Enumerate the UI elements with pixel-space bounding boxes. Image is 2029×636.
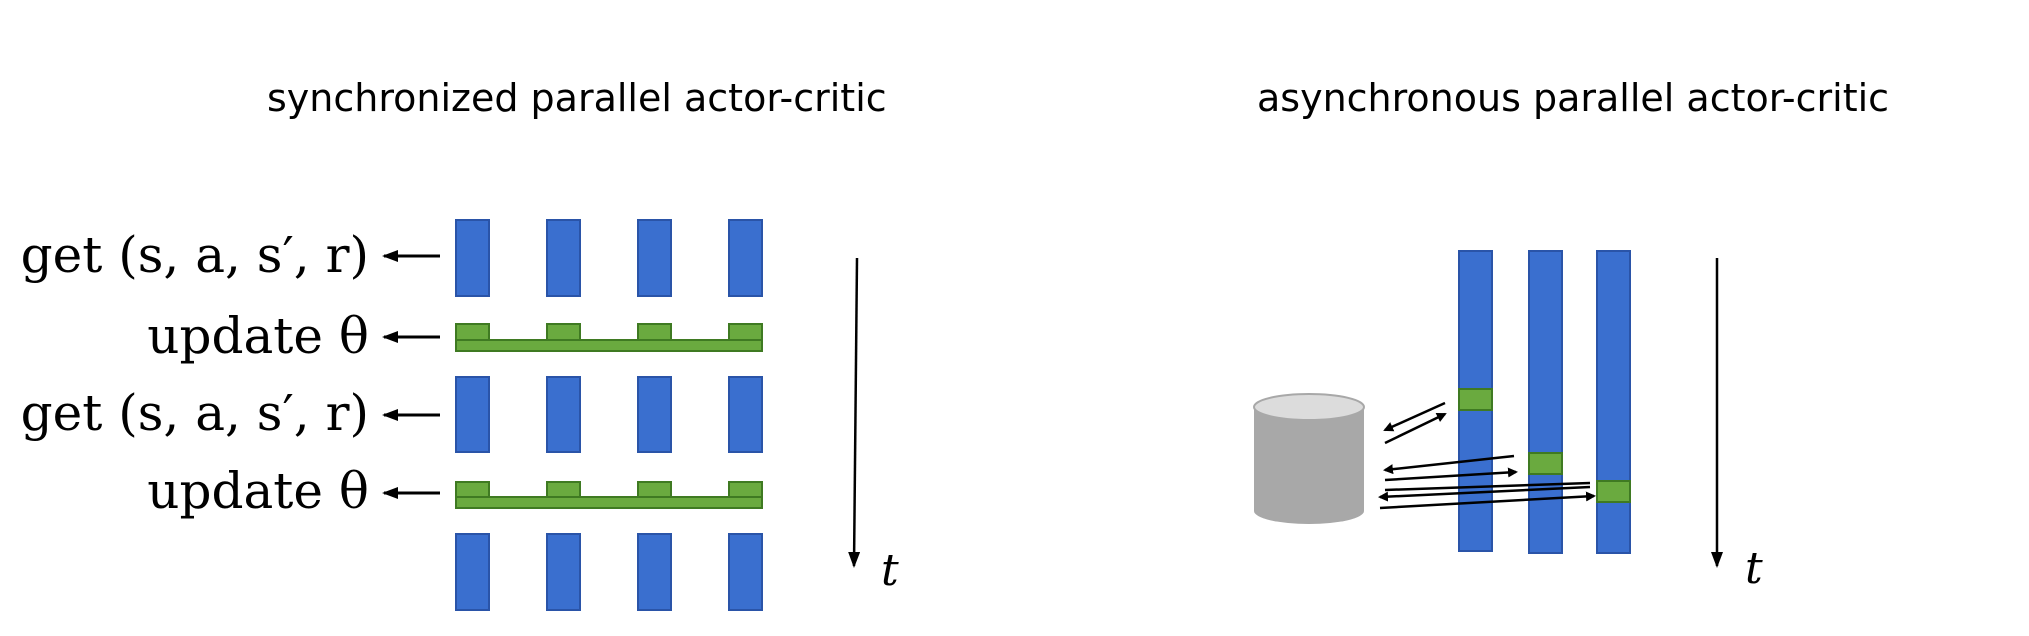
parameter-store-cylinder [1253, 393, 1365, 524]
sync-title: synchronized parallel actor-critic [267, 76, 887, 120]
worker-block [546, 376, 581, 453]
async-title: asynchronous parallel actor-critic [1257, 76, 1890, 120]
worker-block [546, 533, 581, 611]
row-label-get-2: get (s, a, s′, r) [20, 384, 369, 442]
row-label-get-1: get (s, a, s′, r) [20, 226, 369, 284]
worker-blocks-row-1 [455, 219, 763, 297]
worker-block [637, 533, 672, 611]
worker-block [455, 533, 490, 611]
worker-block [728, 533, 763, 611]
update-bar-2 [455, 481, 763, 509]
row-label-update-2: update θ [147, 462, 369, 520]
row-label-update-1: update θ [147, 307, 369, 365]
update-bar-1 [455, 323, 763, 352]
async-worker-1 [1458, 250, 1493, 552]
worker-block [728, 376, 763, 453]
async-time-label: t [1745, 543, 1763, 594]
sync-time-arrow [848, 257, 861, 568]
worker-block [455, 376, 490, 453]
worker-block [637, 376, 672, 453]
exchange-arrows [1378, 401, 1596, 510]
worker-block [546, 219, 581, 297]
sync-time-label: t [881, 545, 899, 596]
async-worker-3 [1596, 250, 1631, 554]
worker-blocks-row-3 [455, 533, 763, 611]
worker-blocks-row-2 [455, 376, 763, 453]
worker-block [455, 219, 490, 297]
worker-block [728, 219, 763, 297]
worker-block [637, 219, 672, 297]
async-worker-2 [1528, 250, 1563, 554]
